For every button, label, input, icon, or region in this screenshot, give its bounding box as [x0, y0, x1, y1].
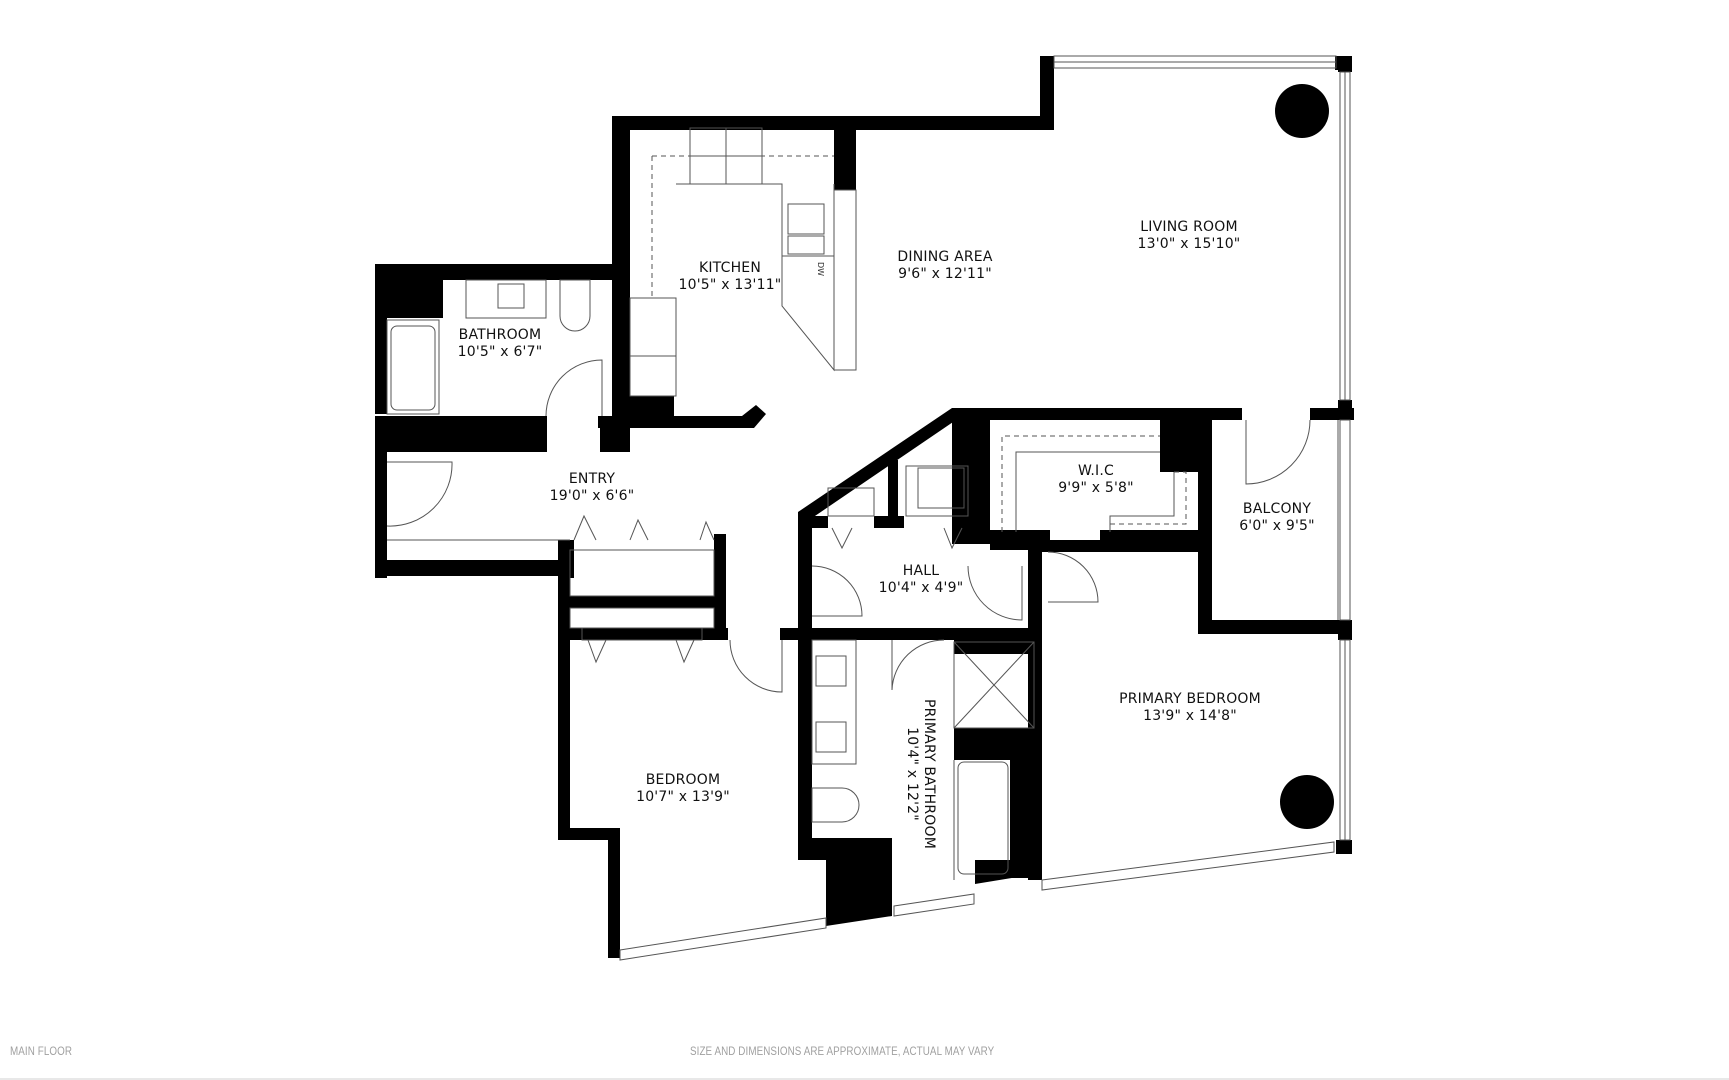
- bottom-divider: [0, 1078, 1729, 1080]
- room-dining-area: DINING AREA 9'6" x 12'11": [897, 249, 992, 283]
- room-name: LIVING ROOM: [1140, 219, 1238, 235]
- room-living-room: LIVING ROOM 13'0" x 15'10": [1138, 219, 1241, 253]
- room-dimensions: 6'0" x 9'5": [1239, 518, 1315, 534]
- room-dimensions: 10'7" x 13'9": [636, 789, 730, 805]
- room-dimensions: 13'0" x 15'10": [1137, 236, 1241, 252]
- room-name: BALCONY: [1242, 501, 1312, 517]
- room-bedroom: BEDROOM 10'7" x 13'9": [636, 772, 730, 806]
- room-wic: W.I.C 9'9" x 5'8": [1058, 463, 1134, 497]
- room-dimensions: 13'9" x 14'8": [1143, 708, 1237, 724]
- room-hall: HALL 10'4" x 4'9": [879, 563, 964, 597]
- room-entry: ENTRY 19'0" x 6'6": [550, 471, 635, 505]
- room-kitchen: KITCHEN 10'5" x 13'11": [679, 260, 782, 294]
- dishwasher-label: DW: [816, 262, 825, 276]
- room-primary-bathroom: PRIMARY BATHROOM 10'4" x 12'2": [903, 699, 937, 849]
- room-name: ENTRY: [568, 471, 616, 487]
- fixtures: [386, 127, 1339, 880]
- room-name: W.I.C: [1077, 463, 1115, 479]
- room-name: DINING AREA: [897, 249, 993, 265]
- room-name: BEDROOM: [645, 772, 721, 788]
- room-name: KITCHEN: [698, 260, 762, 276]
- room-name: PRIMARY BATHROOM: [921, 698, 937, 850]
- room-bathroom: BATHROOM 10'5" x 6'7": [458, 327, 543, 361]
- windows: [619, 55, 1351, 961]
- room-primary-bedroom: PRIMARY BEDROOM 13'9" x 14'8": [1119, 691, 1261, 725]
- walls: [375, 56, 1354, 958]
- room-dimensions: 19'0" x 6'6": [549, 488, 635, 504]
- disclaimer: SIZE AND DIMENSIONS ARE APPROXIMATE, ACT…: [690, 1044, 995, 1058]
- room-dimensions: 10'5" x 6'7": [457, 344, 543, 360]
- room-name: PRIMARY BEDROOM: [1119, 691, 1261, 707]
- room-dimensions: 9'6" x 12'11": [898, 266, 992, 282]
- room-balcony: BALCONY 6'0" x 9'5": [1239, 501, 1315, 535]
- room-dimensions: 10'4" x 4'9": [878, 580, 964, 596]
- room-dimensions: 10'4" x 12'2": [904, 727, 920, 821]
- room-dimensions: 9'9" x 5'8": [1058, 480, 1134, 496]
- room-name: HALL: [902, 563, 940, 579]
- room-name: BATHROOM: [458, 327, 542, 343]
- floor-name: MAIN FLOOR: [10, 1044, 73, 1058]
- room-dimensions: 10'5" x 13'11": [678, 277, 782, 293]
